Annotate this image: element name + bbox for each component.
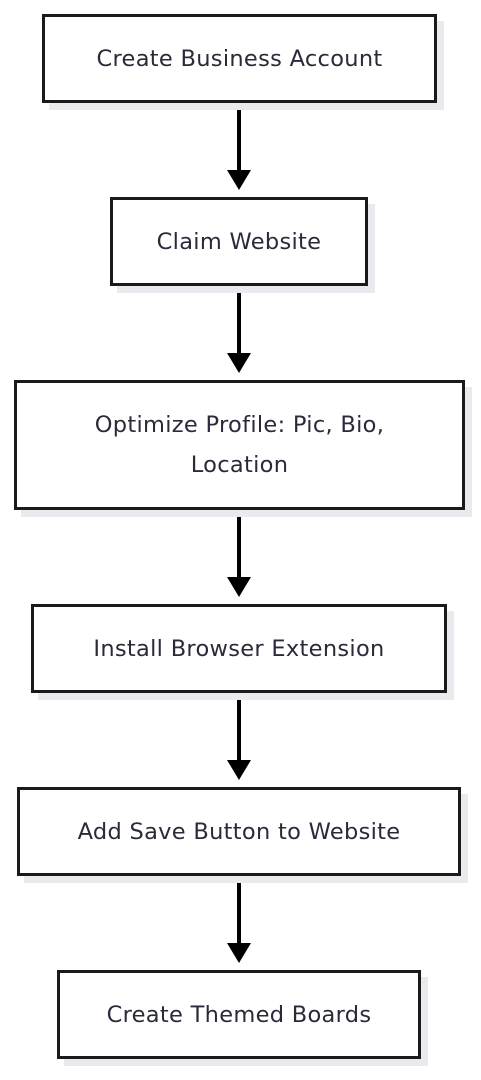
arrowhead-5-6 [227,943,251,963]
step-label: Install Browser Extension [93,635,385,662]
step-add-save-button: Add Save Button to Website [17,787,461,876]
arrowhead-1-2 [227,170,251,190]
arrowhead-2-3 [227,353,251,373]
step-claim-website: Claim Website [110,197,368,286]
step-label: Optimize Profile: Pic, Bio, Location [94,412,385,478]
step-optimize-profile: Optimize Profile: Pic, Bio, Location [14,380,465,510]
arrowhead-3-4 [227,577,251,597]
step-label: Claim Website [156,228,322,255]
step-create-themed-boards: Create Themed Boards [57,970,421,1059]
arrowhead-4-5 [227,760,251,780]
step-create-business-account: Create Business Account [42,14,437,103]
step-install-browser-extension: Install Browser Extension [31,604,447,693]
step-label: Create Themed Boards [106,1001,372,1028]
step-label: Add Save Button to Website [77,818,401,845]
step-label: Create Business Account [96,45,383,72]
